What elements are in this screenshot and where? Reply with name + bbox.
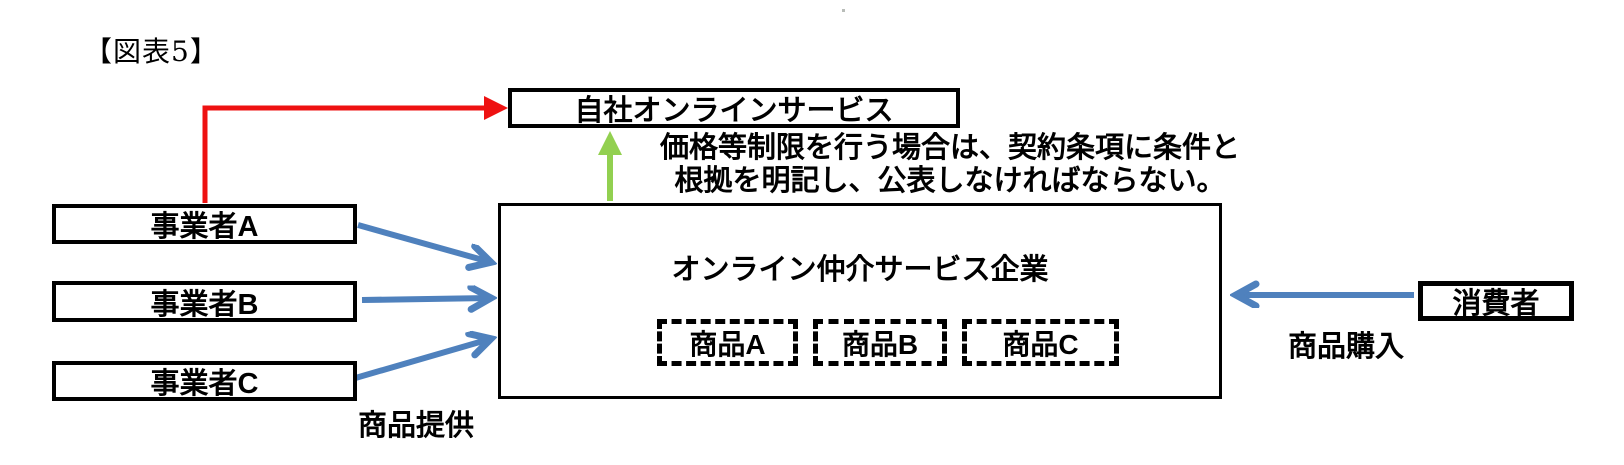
purchase-flow-label: 商品購入 xyxy=(1287,331,1404,363)
own-service-label: 自社オンラインサービス xyxy=(574,95,894,127)
product-row: 商品A 商品B 商品C xyxy=(657,319,1119,366)
stray-dot-artifact xyxy=(842,9,845,12)
consumer-label: 消費者 xyxy=(1452,288,1540,320)
figure-title: 【図表5】 xyxy=(84,35,219,68)
green-arrowhead xyxy=(598,131,622,155)
provider-b-label: 事業者B xyxy=(150,288,259,321)
red-arrowhead xyxy=(484,96,508,120)
provider-a-box: 事業者A xyxy=(52,204,357,244)
blue-arrow-provider-a xyxy=(357,222,490,262)
blue-arrow-provider-b xyxy=(361,298,490,300)
product-b-label: 商品B xyxy=(841,328,919,360)
product-b-box: 商品B xyxy=(813,319,947,366)
provider-c-label: 事業者C xyxy=(150,368,259,400)
red-arrow-provider-a-to-own-service xyxy=(202,105,486,203)
provide-flow-label: 商品提供 xyxy=(357,410,474,442)
product-c-box: 商品C xyxy=(962,319,1119,366)
regulation-note: 価格等制限を行う場合は、契約条項に条件と 根拠を明記し、公表しなければならない。 xyxy=(600,132,1300,198)
regulation-note-line1: 価格等制限を行う場合は、契約条項に条件と xyxy=(659,132,1240,164)
product-a-label: 商品A xyxy=(689,328,766,360)
consumer-box: 消費者 xyxy=(1418,281,1574,321)
product-a-box: 商品A xyxy=(657,319,798,366)
own-service-box: 自社オンラインサービス xyxy=(508,88,960,128)
regulation-note-line2: 根拠を明記し、公表しなければならない。 xyxy=(674,165,1226,197)
provider-c-box: 事業者C xyxy=(52,361,357,401)
provider-a-label: 事業者A xyxy=(150,211,259,243)
intermediary-label: オンライン仲介サービス企業 xyxy=(671,254,1049,286)
product-c-label: 商品C xyxy=(1002,328,1079,360)
blue-arrow-provider-c xyxy=(351,339,490,382)
provider-b-box: 事業者B xyxy=(52,281,357,322)
intermediary-box: オンライン仲介サービス企業 商品A 商品B 商品C xyxy=(498,203,1222,399)
